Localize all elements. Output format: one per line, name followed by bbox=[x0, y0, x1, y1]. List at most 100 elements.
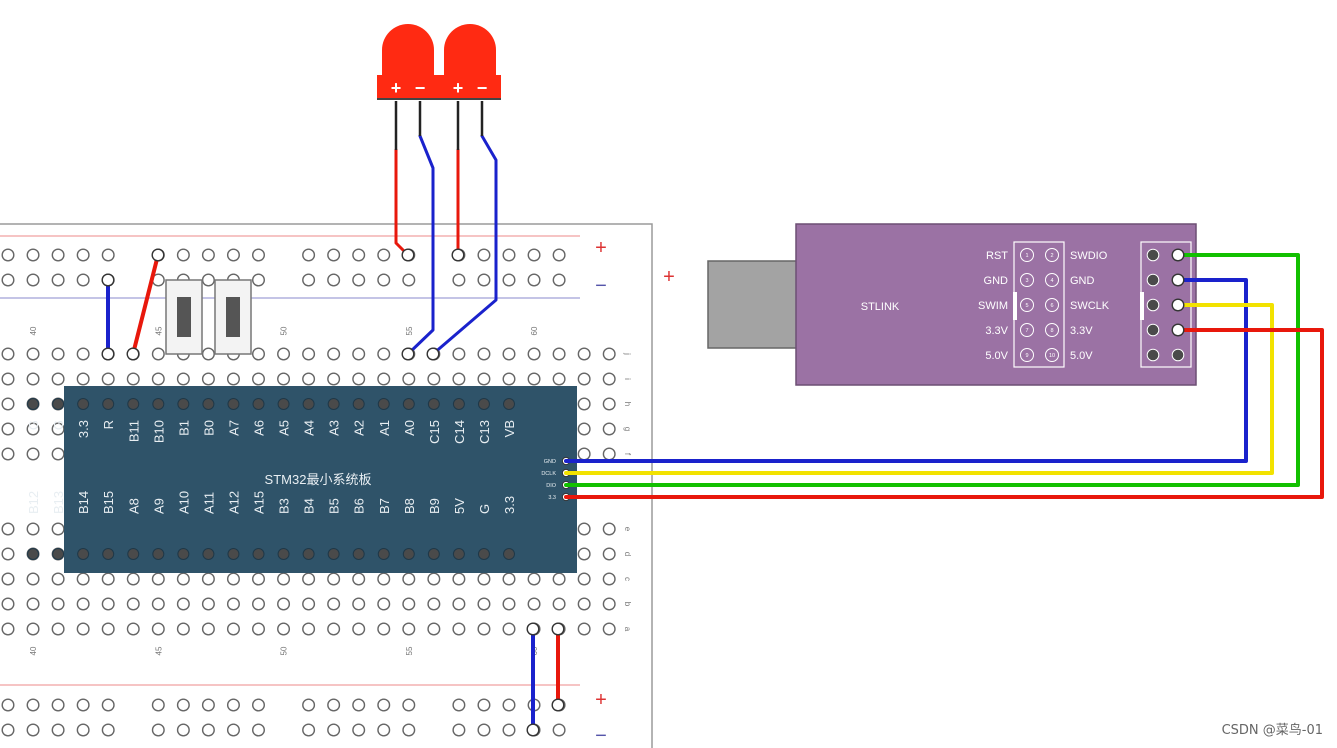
breadboard-hole bbox=[427, 572, 441, 586]
stm32-pin bbox=[177, 398, 190, 410]
breadboard-hole bbox=[352, 622, 366, 636]
stm32-pin bbox=[452, 548, 465, 560]
breadboard-hole bbox=[1, 248, 15, 262]
stlink-left-label: 3.3V bbox=[985, 325, 1008, 337]
stm32-bottom-pin-label: A15 bbox=[252, 491, 267, 514]
stlink-pin-number: 1 bbox=[1025, 253, 1028, 259]
breadboard-hole bbox=[226, 597, 240, 611]
breadboard-hole bbox=[377, 372, 391, 386]
breadboard-hole bbox=[527, 248, 541, 262]
breadboard-hole bbox=[327, 347, 341, 361]
stm32-pin bbox=[477, 548, 490, 560]
led-wire-end bbox=[401, 347, 415, 361]
breadboard-hole bbox=[76, 572, 90, 586]
stm32-top-pin-label: VB bbox=[502, 420, 517, 437]
stlink-right-label: GND bbox=[1070, 275, 1095, 287]
stlink-port-pin bbox=[1171, 348, 1185, 362]
wire-swclk bbox=[564, 303, 1274, 475]
breadboard-hole bbox=[377, 597, 391, 611]
stlink-label: STLINK bbox=[861, 301, 900, 313]
breadboard-hole bbox=[352, 723, 366, 737]
breadboard-hole bbox=[251, 622, 265, 636]
stlink-port-pin bbox=[1146, 248, 1160, 262]
stm32-top-pin-label: B1 bbox=[176, 420, 191, 436]
stm32-bottom-pin-label: A11 bbox=[201, 492, 216, 514]
breadboard-hole bbox=[51, 273, 65, 287]
stm32-top-pin-label: A6 bbox=[252, 420, 267, 436]
breadboard-hole bbox=[327, 622, 341, 636]
breadboard-hole bbox=[51, 447, 65, 461]
breadboard-hole bbox=[602, 372, 616, 386]
stlink-right-label: 3.3V bbox=[1070, 325, 1093, 337]
breadboard-hole bbox=[577, 547, 591, 561]
stm32-pin bbox=[27, 398, 40, 410]
breadboard-hole bbox=[577, 597, 591, 611]
breadboard-hole bbox=[602, 597, 616, 611]
breadboard-hole bbox=[602, 397, 616, 411]
stlink-pin-number: 7 bbox=[1025, 328, 1028, 334]
breadboard-hole bbox=[176, 723, 190, 737]
breadboard-hole bbox=[352, 572, 366, 586]
breadboard-hole bbox=[51, 372, 65, 386]
stm32-pin bbox=[202, 548, 215, 560]
breadboard-hole bbox=[51, 622, 65, 636]
breadboard-hole bbox=[302, 372, 316, 386]
breadboard-hole bbox=[577, 447, 591, 461]
breadboard-hole bbox=[602, 622, 616, 636]
stm32-top-pin-label: A5 bbox=[277, 420, 292, 436]
stm32-pin bbox=[127, 548, 140, 560]
stm32-board-body bbox=[64, 386, 577, 573]
breadboard-hole bbox=[602, 522, 616, 536]
breadboard-hole bbox=[452, 698, 466, 712]
stm32-pin bbox=[352, 398, 365, 410]
stm32-board-title: STM32最小系统板 bbox=[265, 472, 372, 487]
stm32-top-pin-label: B11 bbox=[126, 420, 141, 442]
breadboard-hole bbox=[151, 572, 165, 586]
breadboard-hole bbox=[76, 698, 90, 712]
stm32-bottom-pin-label: B14 bbox=[76, 491, 91, 514]
breadboard-hole bbox=[477, 698, 491, 712]
led-wire-end bbox=[426, 347, 440, 361]
breadboard-hole bbox=[402, 723, 416, 737]
stm32-top-pin-label: A7 bbox=[226, 420, 241, 436]
breadboard-hole bbox=[452, 372, 466, 386]
row-letter: c bbox=[623, 577, 632, 581]
breadboard-hole bbox=[26, 422, 40, 436]
led-base bbox=[439, 75, 501, 99]
breadboard-hole bbox=[327, 572, 341, 586]
breadboard-hole bbox=[577, 422, 591, 436]
top-rail-minus-label: − bbox=[595, 275, 607, 297]
wire-end bbox=[551, 622, 565, 636]
row-letter: i bbox=[623, 378, 632, 380]
breadboard-hole bbox=[452, 622, 466, 636]
row-letter: b bbox=[623, 602, 632, 607]
stm32-pin bbox=[52, 398, 65, 410]
wire-end bbox=[151, 248, 165, 262]
breadboard-hole bbox=[427, 622, 441, 636]
stm32-bottom-pin-label: 5V bbox=[452, 498, 467, 514]
breadboard-hole bbox=[101, 372, 115, 386]
stlink-header-pin bbox=[1020, 248, 1034, 262]
breadboard-hole bbox=[277, 372, 291, 386]
led: +− bbox=[439, 24, 501, 150]
breadboard-hole bbox=[151, 698, 165, 712]
breadboard-hole bbox=[226, 698, 240, 712]
breadboard-hole bbox=[327, 248, 341, 262]
row-letter: e bbox=[623, 527, 632, 532]
breadboard-hole bbox=[377, 723, 391, 737]
stm32-bottom-pin-label: B3 bbox=[277, 498, 292, 514]
breadboard-hole bbox=[277, 572, 291, 586]
breadboard-hole bbox=[477, 572, 491, 586]
stm32-top-pin-label: B10 bbox=[151, 420, 166, 443]
breadboard-hole bbox=[302, 248, 316, 262]
stm32-pin bbox=[302, 548, 315, 560]
breadboard-hole bbox=[1, 447, 15, 461]
breadboard-hole bbox=[126, 372, 140, 386]
stm32-pin bbox=[52, 548, 65, 560]
wire-end bbox=[101, 347, 115, 361]
stm32-bottom-pin-label: B4 bbox=[302, 498, 317, 514]
breadboard-hole bbox=[352, 248, 366, 262]
breadboard-hole bbox=[151, 597, 165, 611]
